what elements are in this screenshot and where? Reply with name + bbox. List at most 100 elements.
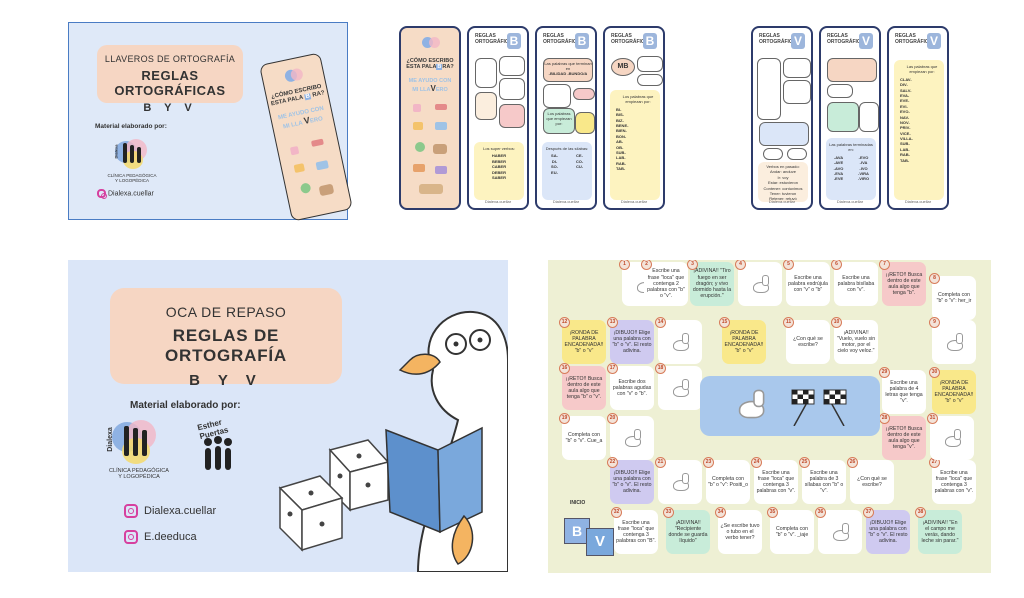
cover-line2: REGLAS ORTOGRÁFICAS (114, 68, 226, 98)
bookmark-b-card-3: REGLAS ORTOGRÁFICAS B MB Los palabras qu… (603, 26, 665, 210)
board-cell: ¿Se escribe tuvo o tubo en el verbo tene… (715, 507, 762, 554)
cover-oca: OCA DE REPASO REGLAS DE ORTOGRAFÍA B Y V… (68, 260, 508, 572)
cell-number: 22 (607, 457, 618, 468)
list-item: Contener: contuvimos (763, 185, 803, 191)
title-box: OCA DE REPASO REGLAS DE ORTOGRAFÍA B Y V (110, 288, 342, 389)
cell-number: 28 (879, 413, 890, 424)
cell-text: Escribe una frase "loca" que contenga 2 … (647, 268, 685, 300)
cover-line2: REGLAS DE ORTOGRAFÍA (165, 326, 287, 365)
list-item: BENE- (616, 122, 629, 128)
instagram-handle-2[interactable]: E.deeduca (124, 530, 197, 544)
card-header: REGLAS ORTOGRÁFICAS (759, 33, 800, 45)
list-item: -EVA (833, 170, 844, 176)
list-item: RAB- (616, 160, 626, 166)
dialexa-logo: Dialexa (111, 137, 153, 171)
list-item: TAB- (616, 166, 626, 172)
board-cell: ¡DIBUJO!! Elige una palabra con "b" o "v… (607, 457, 654, 504)
board-cell: Escribe una palabra de 3 sílabas con "b"… (799, 457, 846, 504)
cell-text: Completa con "b" o "v": Positi_o (708, 475, 748, 488)
cell-number: 7 (879, 260, 890, 270)
cell-text: ¡DIBUJO!! Elige una palabra con "b" o "v… (612, 469, 652, 495)
cell-number: 32 (611, 507, 622, 518)
cell-text: ¡RONDA DE PALABRA ENCADENADA!! "b" o "v" (934, 379, 974, 405)
board-cell: 18 (655, 363, 702, 410)
cell-text: Completa con "b" o "v": her_ir (936, 291, 972, 304)
list-item: BIS- (616, 112, 624, 118)
instagram-handle-1[interactable]: Dialexa.cuellar (124, 504, 216, 518)
board-cell: Escribe una palabra bisílaba con "v".6 (831, 260, 878, 306)
cell-number: 15 (719, 317, 730, 328)
card-letter: V (791, 33, 805, 49)
cover-line3: B Y V (189, 372, 263, 389)
goose-icon (385, 310, 508, 572)
board-cell: 4 (735, 260, 782, 306)
list-item: BIZ- (616, 117, 624, 123)
rule-bubble (757, 58, 781, 120)
board-cell: ¡DIBUJO!! Elige una palabra con "b" o "v… (863, 507, 910, 554)
rule-bubble (783, 58, 811, 78)
rule-bubble (499, 104, 525, 128)
clinic-name: CLÍNICA PEDAGÓGICA Y LOGOPÉDICA (107, 173, 157, 183)
instagram-handle[interactable]: Dialexa.cuellar (97, 189, 154, 199)
card-letter: B (507, 33, 521, 49)
center-pond (700, 376, 880, 436)
board-cell: Escribe una palabra de 4 letras que teng… (879, 367, 926, 414)
list-item: Retener: retuvó (769, 196, 797, 202)
cell-text: ¡ADIVINA!! "Tiro fuego en ser dragón; y … (692, 268, 732, 300)
goose-icon (942, 428, 962, 448)
rule-bubble (637, 74, 663, 86)
prefix-list-box: Los palabras que empiezan por: BI-BIS-BI… (610, 90, 660, 200)
cell-number: 5 (783, 260, 794, 270)
board-cell: Escribe una frase "loca" que contenga 2 … (641, 260, 688, 306)
board-cell: ¡ADIVINA!! "En el campo me verás, dando … (915, 507, 962, 554)
cell-text: ¿Con qué se escribe? (793, 335, 823, 348)
list-item: LAB- (900, 146, 910, 152)
board-cell: ¡ADIVINA!! "Vuelo, vuelo sin motor, por … (831, 317, 878, 364)
question-text: ¿CÓMO ESCRIBO ESTA PALABRA? (406, 58, 454, 71)
board-cell: Escribe una frase "loca" que contenga 3 … (929, 457, 976, 504)
cell-number: 10 (831, 317, 842, 328)
list-item: LAB- (616, 155, 626, 161)
board-cell: ¡RONDA DE PALABRA ENCADENADA!! "b" o "v"… (929, 367, 976, 414)
rule-bubble (543, 84, 571, 108)
goose-icon (750, 274, 770, 294)
goose-icon (670, 378, 690, 398)
board-cell: ¡ADIVINA!! "Recipiente donde se guarda l… (663, 507, 710, 554)
cell-text: ¡DIBUJO!! Elige una palabra con "b" o "v… (612, 329, 652, 355)
dialexa-logo-text: Dialexa (106, 427, 114, 452)
list-item: -AVO (833, 165, 844, 171)
list-item: -EVO (858, 154, 869, 160)
rule-bubble (827, 58, 877, 82)
cell-number: 18 (655, 363, 666, 374)
title-box: LLAVEROS DE ORTOGRAFÍA REGLAS ORTOGRÁFIC… (97, 45, 243, 114)
cell-number: 24 (751, 457, 762, 468)
list-item: -AVA (833, 154, 844, 160)
cell-number: 38 (915, 507, 926, 518)
esther-puertas-logo: Esther Puertas (192, 416, 242, 476)
cell-number: 16 (559, 363, 570, 374)
cell-number: 9 (929, 317, 940, 328)
rule-bubble (637, 56, 663, 72)
card-header: REGLAS ORTOGRÁFICAS (895, 33, 936, 45)
cover-line3: B Y V (143, 102, 197, 114)
list-item: SA- (551, 153, 558, 159)
syllables-box: Después de las sílabas: SA-CE-DI-CO-SO-C… (542, 142, 592, 200)
list-item: CABER (491, 164, 507, 170)
board-cell: 20 (607, 413, 654, 460)
cell-text: Escribe una frase "loca" que contenga 3 … (934, 469, 974, 495)
board-cell: 9 (929, 317, 976, 364)
list-item: CLAV- (900, 76, 912, 82)
list-item: EU- (551, 169, 558, 175)
list-item: RAB- (900, 152, 910, 158)
rule-bubble (763, 148, 783, 160)
cell-number: 26 (847, 457, 858, 468)
mini-logo (281, 65, 304, 85)
cell-text: ¿Con qué se escribe? (857, 475, 887, 488)
cell-number: 21 (655, 457, 666, 468)
card-letter: B (643, 33, 657, 49)
